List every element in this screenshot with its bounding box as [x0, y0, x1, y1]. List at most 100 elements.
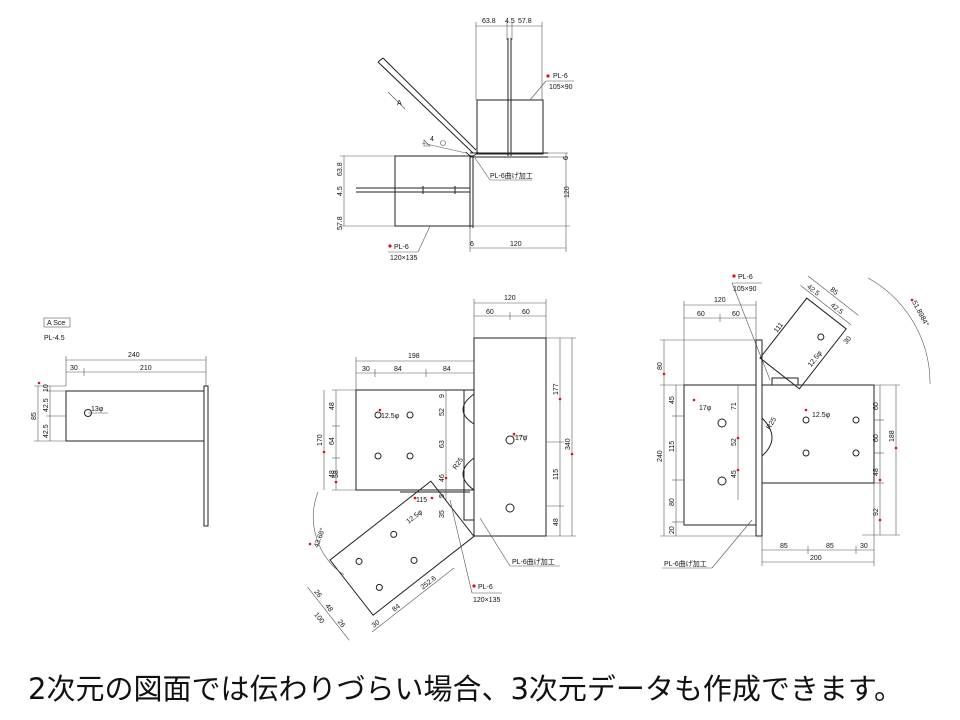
mid-inner-3: 63	[439, 440, 446, 448]
right-left-2: 45	[669, 396, 676, 404]
right-left-5: 80	[669, 498, 676, 506]
right-left-3: 240	[657, 450, 664, 462]
mid-left-a-3: 48	[329, 470, 336, 478]
mid-dim-35: 35	[439, 510, 446, 518]
right-hole-b: 17φ	[699, 405, 712, 412]
right-dim-111: 111	[773, 322, 785, 335]
view-a-dim-left-total: 85	[31, 412, 38, 420]
view-a-dim-top: 240	[128, 352, 140, 359]
bottom-dim: 120	[510, 241, 522, 248]
mid-dim-top: 120	[504, 295, 516, 302]
middle-view: 120 60 60 198 30 84 84 12.5φ R25 48	[307, 295, 576, 641]
mid-dim-top-sub-1: 60	[486, 309, 494, 316]
bottom-dim-small: 6	[470, 241, 474, 248]
view-a-plate: PL-4.5	[44, 335, 65, 342]
plate-b-marker	[388, 244, 392, 248]
right-bottom-total: 200	[810, 555, 822, 562]
view-a-dim-sub-2: 210	[140, 365, 152, 372]
right-bend-label: PL-6曲げ加工	[664, 559, 707, 568]
view-a-dim-left-1: 10	[43, 384, 50, 392]
caption: 2次元の図面では伝わりづらい場合、3次元データも作成できます。	[28, 672, 904, 706]
right-plate-name: PL-6	[738, 274, 753, 281]
right-radius: R25	[766, 416, 779, 431]
mid-dim-wide-sub-2: 84	[394, 366, 402, 373]
right-inner-2: 52	[731, 438, 738, 446]
right-dim-30: 30	[843, 335, 853, 346]
view-a-dim-left-3: 42.5	[43, 424, 50, 438]
right-left-1: 80	[657, 362, 664, 370]
mid-right-1: 177	[553, 383, 560, 395]
plate-a-size: 105×90	[549, 84, 573, 91]
right-diag-3: 42.5	[829, 302, 844, 316]
mid-left-plate	[355, 389, 465, 491]
right-inner-1: 71	[731, 402, 738, 410]
right-bottom-3: 30	[860, 543, 868, 550]
right-right-5: 92	[873, 508, 880, 516]
mid-diag-a-2: 48	[323, 603, 333, 614]
mid-diag-b-3: 252.6	[420, 575, 438, 591]
mid-left-b-1: 170	[317, 434, 324, 446]
plate-b-size: 120×135	[390, 255, 418, 262]
right-side-plate	[761, 384, 875, 484]
top-view: 63.8 4.5 57.8 A PL-6 105×90 4	[337, 18, 574, 262]
mid-left-b-2: 58	[333, 470, 340, 478]
right-angled-plate	[759, 297, 847, 390]
view-a-dim-sub-1: 30	[70, 365, 78, 372]
left-dim-1: 57.8	[337, 216, 344, 230]
right-dim-top-1: 60	[697, 311, 705, 318]
right-view: PL-6 105×90 120 60 60 12.5φ 111 30 85 42…	[657, 274, 931, 569]
right-inner-3: 45	[731, 470, 738, 478]
mid-dim-wide: 198	[408, 353, 420, 360]
mid-diag-a-3: 26	[336, 619, 346, 630]
mid-dim-100: 100	[312, 612, 325, 626]
bend-label-top: PL-6曲げ加工	[490, 171, 533, 180]
right-right-2: 60	[873, 434, 880, 442]
right-diag-2: 42.5	[805, 284, 820, 298]
mid-dim-wide-sub-1: 30	[362, 366, 370, 373]
mid-plate-name: PL-6	[478, 584, 493, 591]
mid-left-a-1: 48	[329, 402, 336, 410]
mid-hole-b: 17φ	[515, 435, 528, 442]
mid-right-4: 48	[553, 518, 560, 526]
mid-radius: R25	[452, 457, 465, 472]
top-dim-3: 57.8	[518, 18, 532, 25]
view-a-dim-left-2: 42.5	[43, 398, 50, 412]
right-main-plate	[683, 384, 757, 526]
left-dim-3: 63.8	[337, 162, 344, 176]
mid-diag-a-1: 26	[312, 589, 322, 600]
right-angle: 51.8984°	[910, 299, 930, 328]
view-a: A Sce PL-4.5 240 30 210 13φ 85 10 42.5 4…	[31, 317, 209, 527]
mid-right-plate	[473, 337, 547, 537]
right-bottom-1: 85	[780, 543, 788, 550]
right-bottom-2: 85	[826, 543, 834, 550]
mid-inner-2: 52	[439, 408, 446, 416]
right-right-1: 60	[873, 402, 880, 410]
plate-a-outline	[476, 99, 544, 155]
right-left-4: 115	[669, 441, 676, 452]
plate-a-name: PL-6	[553, 73, 568, 80]
right-dim: 120	[564, 186, 571, 198]
view-a-hole-label: 13φ	[91, 406, 104, 413]
top-dim-2: 4.5	[505, 18, 515, 25]
mid-left-a-2: 64	[329, 437, 336, 445]
right-hole-c: 12.5φ	[812, 412, 831, 419]
weld-label: 4	[430, 136, 434, 143]
right-right-4: 48	[873, 468, 880, 476]
mid-right-3: 115	[553, 469, 560, 480]
right-left-6: 20	[669, 526, 676, 534]
mid-hole-c: 12.5φ	[405, 509, 424, 526]
left-dim-2: 4.5	[337, 186, 344, 196]
mid-dim-wide-sub-3: 84	[443, 366, 451, 373]
mid-diag-b-1: 30	[371, 619, 382, 629]
right-plate-size: 105×90	[733, 286, 757, 293]
mid-dim-115: 115	[416, 497, 427, 504]
mid-right-2: 340	[565, 438, 572, 450]
view-arrow-label: A	[397, 100, 402, 107]
mid-dim-top-sub-2: 60	[522, 309, 530, 316]
mid-bend-label: PL-6曲げ加工	[512, 557, 555, 566]
right-diag-1: 85	[828, 286, 839, 296]
mid-inner-4: 46	[439, 474, 446, 482]
right-dim-top: 120	[714, 297, 726, 304]
right-hole-a: 12.5φ	[807, 350, 824, 369]
